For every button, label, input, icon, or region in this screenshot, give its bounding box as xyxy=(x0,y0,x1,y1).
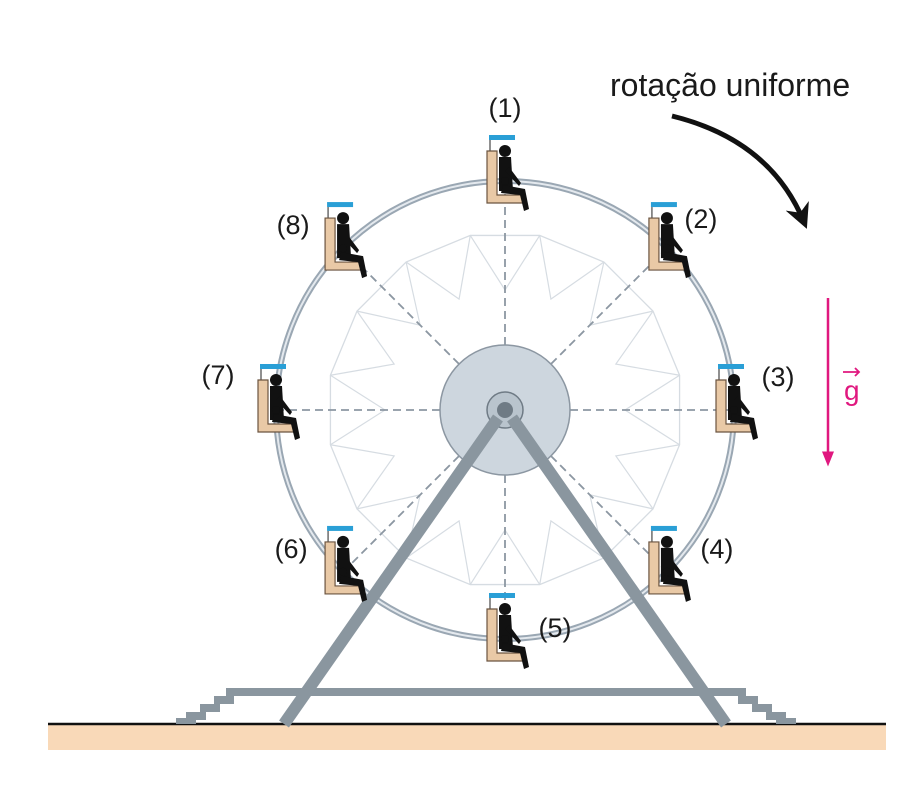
person-arm xyxy=(505,167,521,186)
seat-label: (3) xyxy=(762,362,795,392)
gondola xyxy=(486,593,529,669)
gravity-indicator: g xyxy=(822,298,861,467)
person-legs xyxy=(501,643,529,669)
person-legs xyxy=(339,252,368,279)
canopy xyxy=(260,364,286,369)
person-head xyxy=(660,212,673,225)
canopy xyxy=(327,202,354,208)
support-frame xyxy=(279,414,731,728)
person-legs xyxy=(662,575,691,602)
seat-label: (2) xyxy=(684,204,717,234)
person-legs xyxy=(339,575,368,602)
gondola-pivot xyxy=(501,635,509,643)
seat-label: (7) xyxy=(202,360,235,390)
person-legs xyxy=(662,252,691,279)
inner-truss xyxy=(614,310,680,376)
seat-label: (5) xyxy=(539,613,572,643)
person-head xyxy=(660,535,673,548)
platform-step-left-3 xyxy=(186,712,206,720)
ground-fill xyxy=(48,724,886,750)
person-legs xyxy=(730,414,758,440)
seat-label: (1) xyxy=(489,93,522,123)
platform-step-left-2 xyxy=(200,704,220,712)
platform xyxy=(176,688,796,724)
inner-truss xyxy=(405,519,471,585)
wheel-hub xyxy=(439,344,571,476)
gondola xyxy=(486,135,529,211)
gondola xyxy=(257,364,300,440)
seat-label: (8) xyxy=(277,210,310,240)
canopy xyxy=(327,525,354,531)
gondola-pivot xyxy=(662,567,671,576)
vector-arrow-icon xyxy=(843,367,861,377)
platform-step-right-2 xyxy=(752,704,772,712)
person-arm xyxy=(276,396,292,415)
person-legs xyxy=(501,185,529,211)
gondola-pivot xyxy=(339,244,348,253)
platform-step-left-4 xyxy=(176,718,196,724)
gondola-pivot xyxy=(662,244,671,253)
seat-label: (4) xyxy=(700,534,733,564)
gondola-pivot xyxy=(501,177,509,185)
rotation-label: rotação uniforme xyxy=(610,67,850,103)
inner-truss xyxy=(330,444,396,510)
person-arm xyxy=(343,234,360,254)
inner-truss xyxy=(330,310,396,376)
person-legs xyxy=(272,414,300,440)
gravity-label: g xyxy=(844,375,860,406)
canopy xyxy=(650,525,677,531)
canopy xyxy=(718,364,744,369)
gondola xyxy=(715,364,758,440)
gondola-pivot xyxy=(339,567,348,576)
person-arm xyxy=(666,234,683,254)
platform-step-left-1 xyxy=(214,696,234,704)
canopy xyxy=(489,135,515,140)
person-arm xyxy=(666,557,683,577)
support-leg-left xyxy=(279,414,503,728)
platform-step-right-1 xyxy=(738,696,758,704)
person-head xyxy=(728,374,740,386)
person-head xyxy=(499,603,511,615)
person-arm xyxy=(734,396,750,415)
platform-step-right-3 xyxy=(766,712,786,720)
inner-truss xyxy=(614,444,680,510)
rotation-indicator: rotação uniforme xyxy=(610,67,850,229)
gondolas: (1) (2) (3) (4) (5) (6) (7) (8) xyxy=(202,93,795,669)
canopy xyxy=(489,593,515,598)
person-head xyxy=(337,212,350,225)
platform-top xyxy=(226,688,746,696)
rotation-arrow xyxy=(671,113,809,229)
support-leg-right xyxy=(507,414,731,728)
platform-step-right-4 xyxy=(776,718,796,724)
ground xyxy=(48,722,886,750)
person-arm xyxy=(505,625,521,644)
gondola xyxy=(324,202,368,279)
person-arm xyxy=(343,557,360,577)
person-head xyxy=(270,374,282,386)
canopy xyxy=(650,202,677,208)
hub-center xyxy=(497,402,513,418)
inner-truss xyxy=(405,235,471,301)
gondola xyxy=(324,525,368,602)
inner-truss xyxy=(539,519,605,585)
gondola-pivot xyxy=(730,406,738,414)
person-head xyxy=(499,145,511,157)
seat-label: (6) xyxy=(275,534,308,564)
person-head xyxy=(337,535,350,548)
gondola-pivot xyxy=(272,406,280,414)
inner-truss xyxy=(539,235,605,301)
gondola xyxy=(648,202,691,279)
gondola xyxy=(648,525,691,602)
